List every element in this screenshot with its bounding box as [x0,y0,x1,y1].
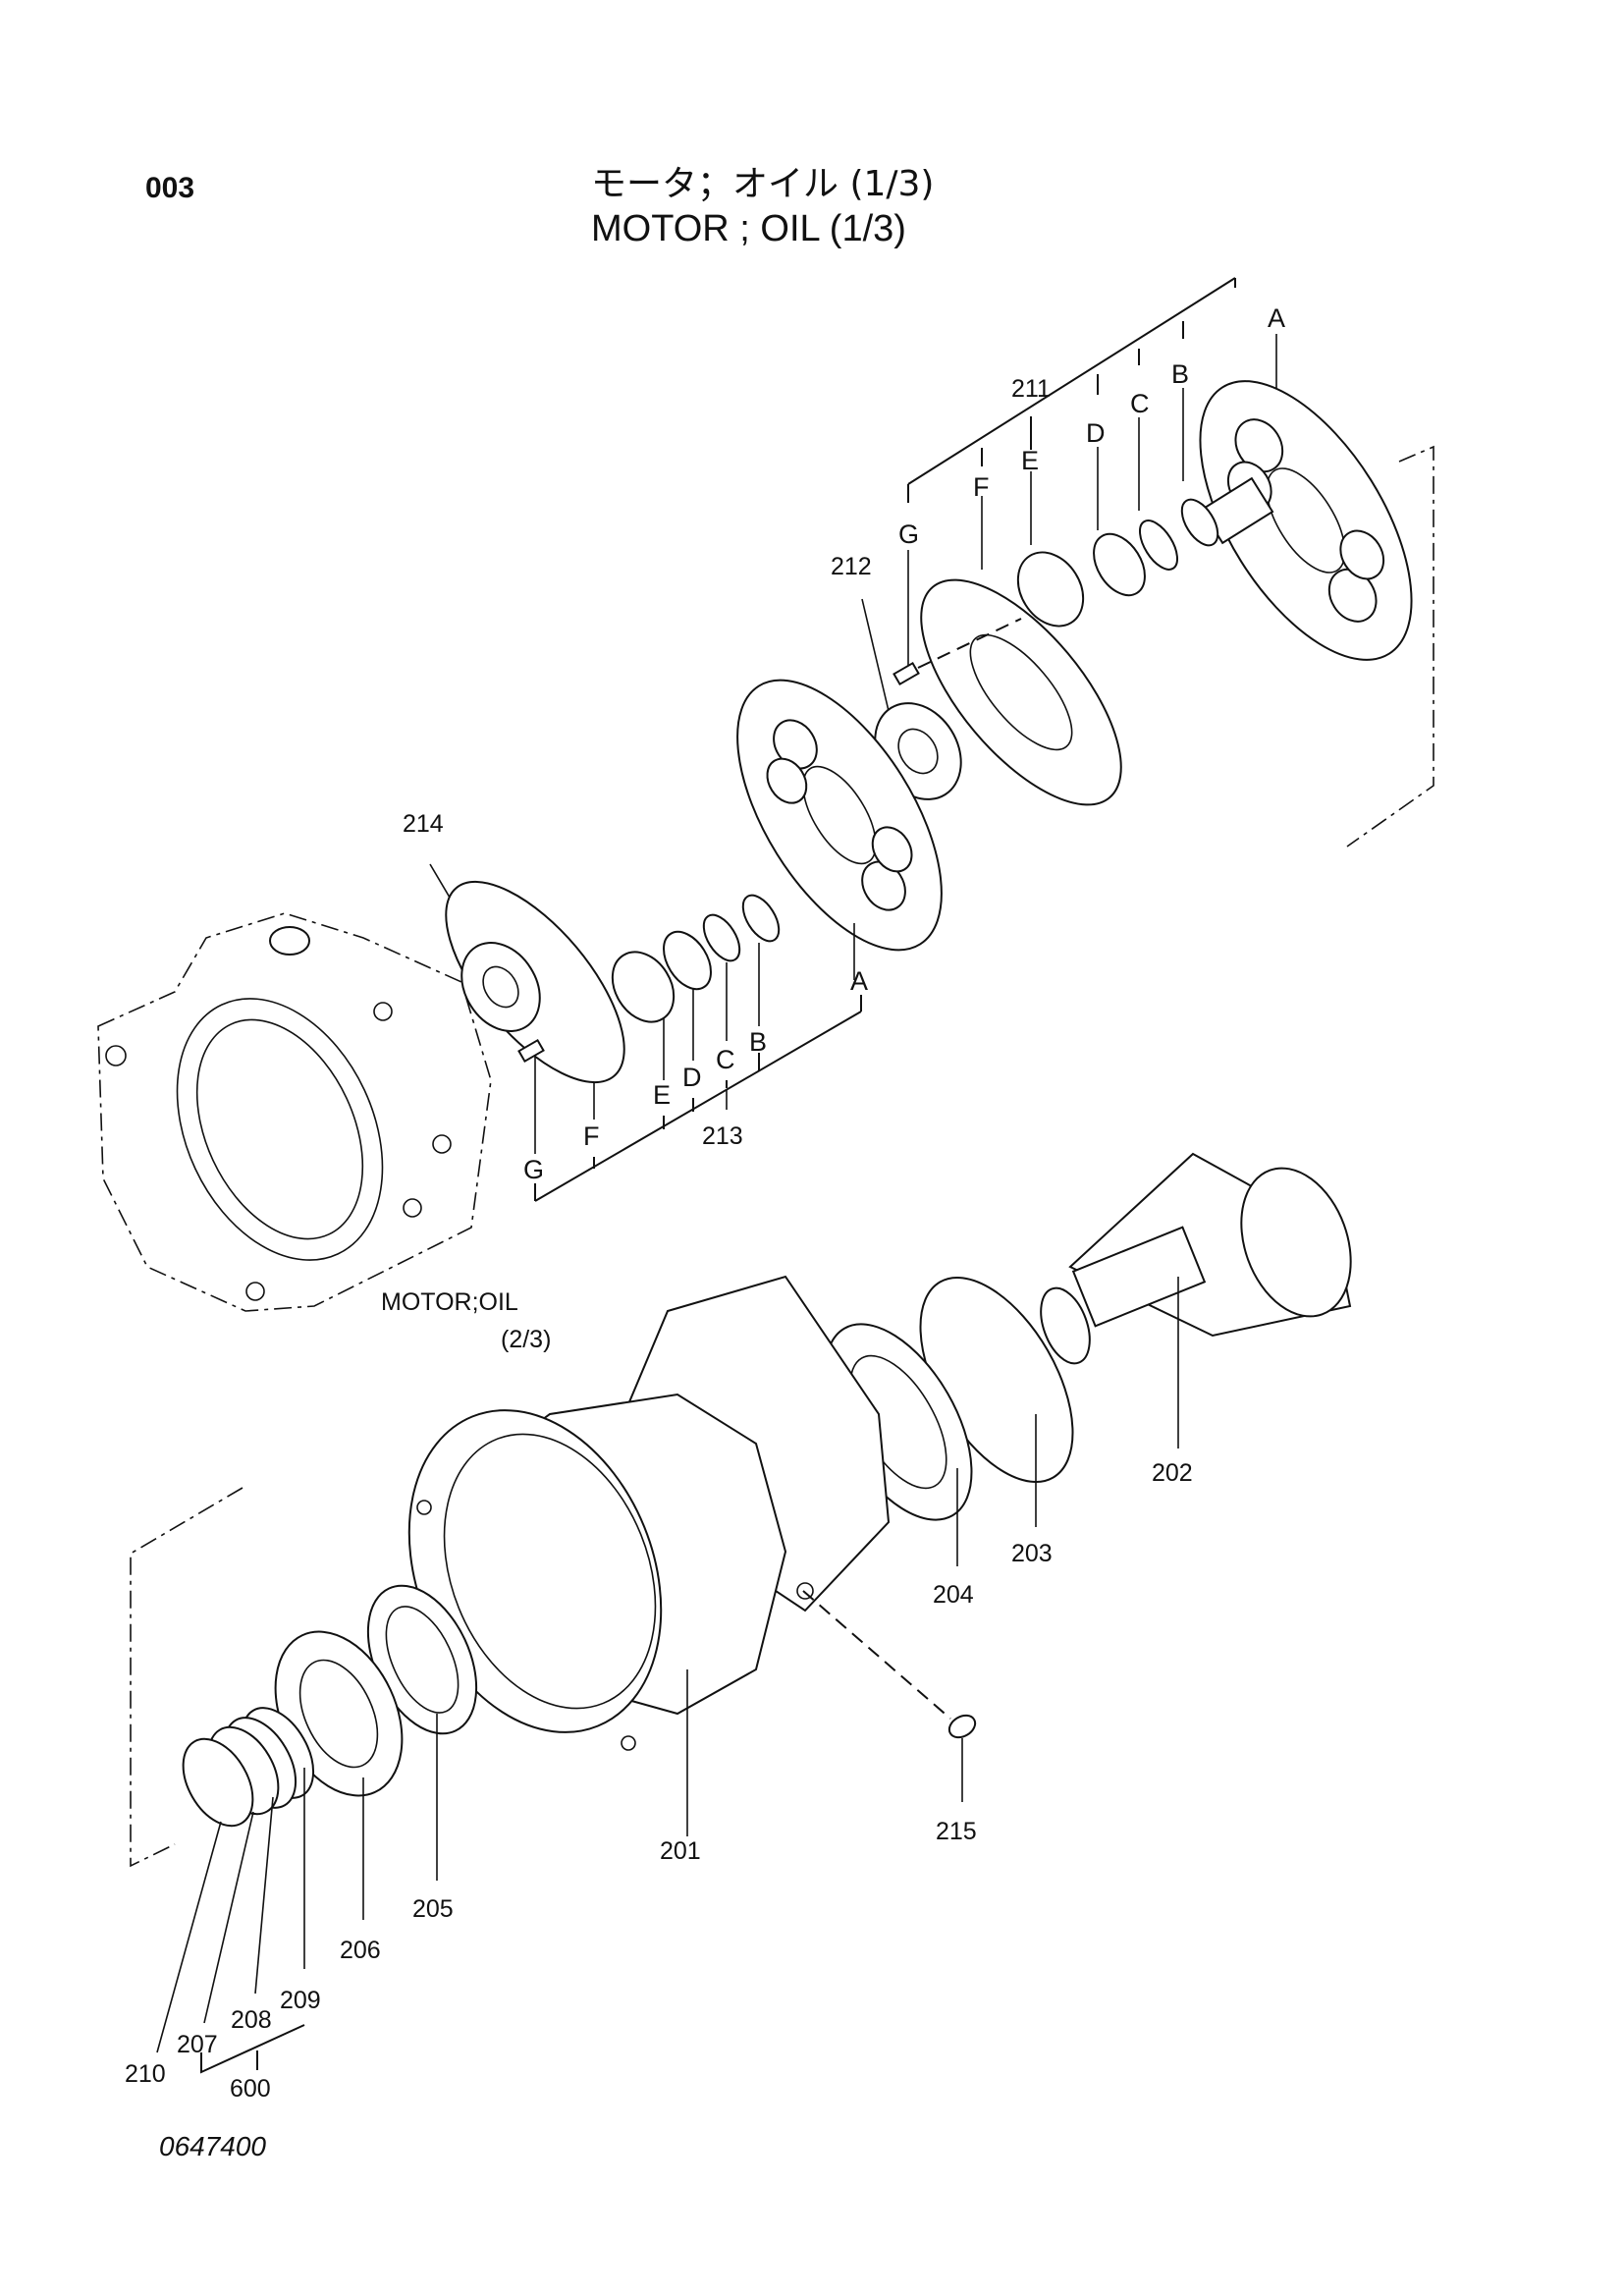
lower-bracket-line [534,1011,862,1202]
spacer-c-lower [702,913,741,962]
needle-bearing-d-lower [663,930,712,991]
planet-gear-e-upper [1016,551,1085,628]
letter-g-lower: G [523,1155,544,1184]
leader-210 [156,1821,222,2053]
callout-209: 209 [280,1987,321,2014]
letter-a-upper: A [1268,303,1285,333]
snap-ring-210 [182,1737,254,1828]
callout-600: 600 [230,2075,271,2103]
callout-207: 207 [177,2031,218,2058]
output-shaft-202 [1040,1152,1352,1365]
callout-208: 208 [231,2006,272,2034]
planet-gear-e-lower [611,951,676,1023]
plug-215 [947,1714,977,1739]
callout-212: 212 [831,553,872,580]
letter-d-lower: D [682,1063,702,1092]
thrust-washer-b-lower [741,894,781,943]
spacer-c-upper [1138,519,1179,571]
middle-carrier-plate [736,679,943,952]
letter-c-lower: C [716,1045,735,1074]
cross-reference-title: MOTOR;OIL [381,1288,518,1316]
needle-bearing-d-upper [1093,532,1146,597]
letter-a-lower: A [850,966,868,996]
letter-e-lower: E [653,1080,671,1110]
callout-206: 206 [340,1937,381,1964]
callout-202: 202 [1152,1459,1193,1487]
letter-f-upper: F [973,472,990,502]
letter-b-lower: B [749,1027,767,1057]
callout-204: 204 [933,1581,974,1609]
page-number: 003 [145,172,195,204]
upper-bracket-line [907,277,1236,485]
letter-g-upper: G [898,519,919,549]
leader-208 [254,1796,274,1995]
letter-e-upper: E [1021,446,1039,475]
bolt-axis-upper [917,618,1022,669]
upper-carrier-assembly [861,277,1413,806]
bracket-600 [200,2024,305,2074]
upper-right-frame [1346,445,1434,847]
thrust-plate-f-upper [920,578,1122,806]
gear-214 [460,942,541,1032]
callout-215: 215 [936,1818,977,1845]
callout-213: 213 [702,1122,743,1150]
letter-f-lower: F [583,1121,600,1151]
drawing-number: 0647400 [159,2131,267,2161]
letter-b-upper: B [1171,359,1189,389]
callout-205: 205 [412,1895,454,1923]
callout-201: 201 [660,1837,701,1865]
title-english: MOTOR ; OIL (1/3) [591,208,906,249]
thrust-washer-b-upper [1180,498,1219,547]
middle-carrier-assembly [429,679,943,1202]
housing-201 [407,1275,891,1751]
letter-d-upper: D [1086,418,1106,448]
leader-207 [203,1811,254,2024]
callout-211: 211 [1011,375,1051,403]
bolt-g-lower [517,1038,545,1064]
title-japanese: モータ；オイル (1/3) [591,164,935,204]
letter-c-upper: C [1130,389,1150,418]
callout-214: 214 [403,810,444,838]
callout-203: 203 [1011,1540,1053,1567]
reference-housing [97,912,492,1312]
cross-reference-page: (2/3) [501,1326,552,1353]
plug-axis [802,1590,951,1720]
callout-210: 210 [125,2060,166,2088]
bolt-g-upper [893,661,920,686]
